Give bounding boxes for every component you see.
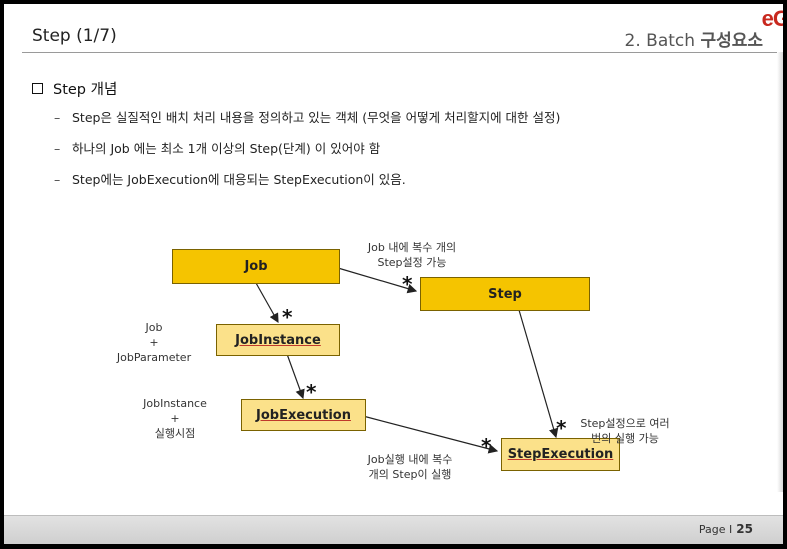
bullet-text: Step에는 JobExecution에 대응되는 StepExecution이… <box>72 172 406 187</box>
note-line: Job실행 내에 복수 <box>367 453 453 466</box>
slide: eG Step (1/7) 2. Batch 구성요소 Step 개념 –Ste… <box>4 4 783 544</box>
page-separator: I <box>729 523 733 536</box>
edge-shadow <box>777 52 783 492</box>
section-bold: 구성요소 <box>700 31 763 51</box>
bullet-item: –하나의 Job 에는 최소 1개 이상의 Step(단계) 이 있어야 함 <box>54 138 560 169</box>
diagram-arrows <box>255 267 559 454</box>
bullet-item: –Step은 실질적인 배치 처리 내용을 정의하고 있는 객체 (무엇을 어떻… <box>54 107 560 138</box>
brand-logo: eG <box>761 6 783 31</box>
arrow-instance-to-execution <box>286 353 305 400</box>
arrow-execution-to-stepexecution <box>362 415 499 454</box>
note-line: Step설정 가능 <box>377 256 447 269</box>
section-title: 2. Batch 구성요소 <box>625 26 763 51</box>
multiplicity-star: * <box>402 272 413 296</box>
note-line: 번의 실행 가능 <box>591 432 659 445</box>
title-divider <box>22 52 777 53</box>
checkbox-bullet-icon <box>32 83 43 94</box>
note-line: + <box>170 412 180 425</box>
note-jobexecution: JobInstance + 실행시점 <box>136 396 214 441</box>
note-line: 개의 Step이 실행 <box>368 468 452 481</box>
concept-bullets: –Step은 실질적인 배치 처리 내용을 정의하고 있는 객체 (무엇을 어떻… <box>54 107 560 200</box>
concept-heading-text: Step 개념 <box>53 82 118 98</box>
jobinstance-box-label: JobInstance <box>235 332 321 348</box>
bullet-text: 하나의 Job 에는 최소 1개 이상의 Step(단계) 이 있어야 함 <box>72 141 381 156</box>
step-box-label: Step <box>488 286 522 302</box>
page-label: Page <box>698 523 726 536</box>
stepexecution-box: StepExecution <box>501 438 620 471</box>
jobexecution-box-label: JobExecution <box>256 407 351 423</box>
bullet-text: Step은 실질적인 배치 처리 내용을 정의하고 있는 객체 (무엇을 어떻게… <box>72 110 561 125</box>
arrow-step-to-stepexecution <box>518 309 559 439</box>
note-jobinstance: Job + JobParameter <box>116 320 192 365</box>
note-line: JobParameter <box>116 351 192 364</box>
concept-heading: Step 개념 <box>32 78 117 99</box>
arrow-job-to-step <box>337 267 418 294</box>
note-job-step: Job 내에 복수 개의 Step설정 가능 <box>352 240 472 270</box>
note-line: JobInstance <box>143 397 207 410</box>
step-box: Step <box>420 277 590 311</box>
bullet-item: –Step에는 JobExecution에 대응되는 StepExecution… <box>54 169 560 200</box>
note-line: Step설정으로 여러 <box>580 417 670 430</box>
note-line: + <box>149 336 159 349</box>
multiplicity-star: * <box>556 416 567 440</box>
job-box: Job <box>172 249 340 284</box>
note-line: Job <box>145 321 163 334</box>
jobinstance-box: JobInstance <box>216 324 340 356</box>
jobexecution-box: JobExecution <box>241 399 366 431</box>
page-number: 25 <box>736 522 753 536</box>
dash-icon: – <box>54 172 61 187</box>
stepexecution-box-label: StepExecution <box>507 447 614 462</box>
note-line: 실행시점 <box>154 427 196 440</box>
job-box-label: Job <box>244 259 268 274</box>
multiplicity-star: * <box>282 305 293 329</box>
arrow-job-to-instance <box>255 282 279 324</box>
dash-icon: – <box>54 141 61 156</box>
section-prefix: 2. Batch <box>624 31 701 51</box>
multiplicity-star: * <box>481 434 492 458</box>
dash-icon: – <box>54 110 61 125</box>
page-title: Step (1/7) <box>32 26 117 46</box>
note-line: Job 내에 복수 개의 <box>367 241 457 254</box>
multiplicity-star: * <box>306 380 317 404</box>
